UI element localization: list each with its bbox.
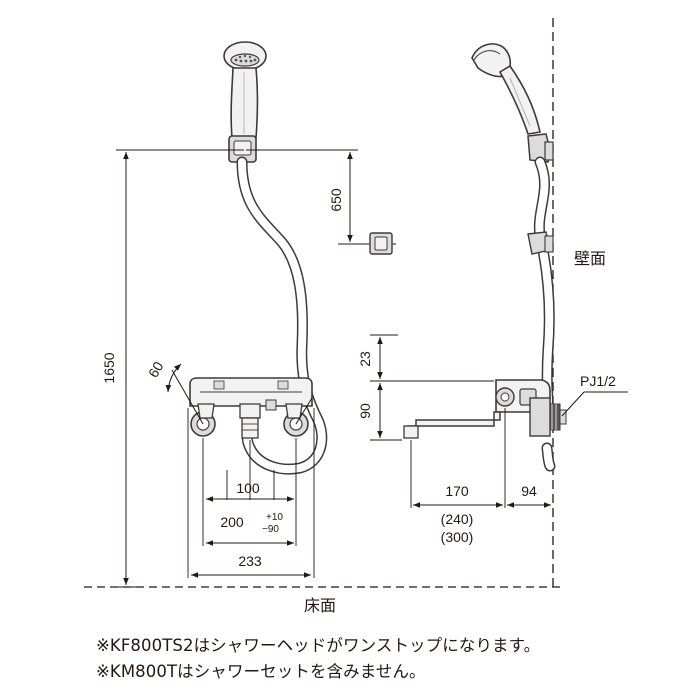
- front-view: 1650 650 60: [101, 41, 396, 588]
- hose-hook-side: [527, 231, 554, 255]
- note-km800t: ※KM800Tはシャワーセットを含みません。: [96, 662, 426, 681]
- dim-94-label: 94: [521, 483, 537, 499]
- dim-170-label: 170: [445, 483, 469, 499]
- side-vertical-extension-lines: [370, 334, 494, 441]
- side-horizontal-extension-lines: [410, 408, 506, 508]
- tolerance-minus: −90: [262, 524, 279, 535]
- dim-90-label: 90: [357, 403, 373, 419]
- tolerance-plus: +10: [266, 512, 283, 523]
- shower-hose-front: [236, 156, 328, 475]
- wall-label: 壁面: [574, 249, 606, 268]
- dim-total-height-label: 1650: [101, 352, 117, 383]
- floor-label: 床面: [304, 596, 336, 615]
- shower-hook-side: [527, 133, 554, 163]
- shower-head-front: [223, 41, 267, 139]
- dim-23-label: 23: [357, 351, 373, 367]
- alt-length-240: (240): [441, 511, 474, 527]
- dim-hook-height-label: 650: [328, 188, 344, 212]
- note-kf800ts2: ※KF800TS2はシャワーヘッドがワンストップになります。: [96, 636, 541, 655]
- dim-angle: [165, 363, 313, 425]
- front-extension-lines: [187, 408, 315, 578]
- faucet-body-front: [189, 377, 313, 439]
- dim-width-233-label: 233: [238, 553, 262, 569]
- hook-detail: [369, 232, 393, 255]
- dim-total-height: [116, 149, 244, 588]
- thread-leader: [561, 391, 628, 417]
- shower-hose-side: [533, 156, 556, 472]
- dim-pitch-200-label: 200: [220, 514, 244, 530]
- dim-center-100-label: 100: [236, 480, 260, 496]
- alt-length-300: (300): [441, 529, 474, 545]
- side-view: 壁面 PJ1/2 23 90 170: [357, 43, 628, 545]
- dim-angle-label: 60: [145, 359, 167, 381]
- faucet-body-side: [403, 379, 567, 439]
- thread-label: PJ1/2: [580, 373, 616, 389]
- shower-head-side: [471, 43, 541, 135]
